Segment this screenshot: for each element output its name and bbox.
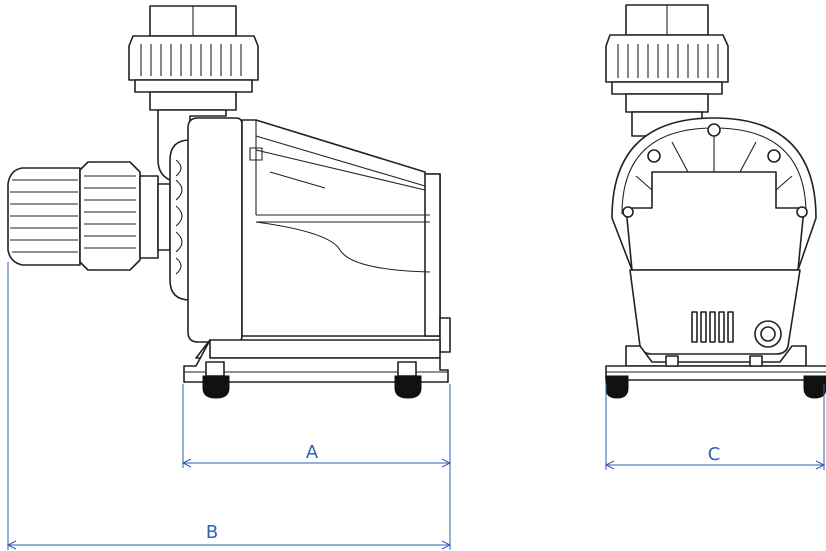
dimension-b-label: B (206, 522, 218, 543)
front-view-foot-left (605, 375, 629, 399)
dimension-a-label: A (306, 442, 319, 463)
vent-slots (691, 311, 734, 343)
volute-fins (175, 159, 183, 275)
side-view-foot-right (394, 361, 422, 399)
dimension-b: B (6, 262, 452, 550)
dimension-c-label: C (708, 444, 721, 465)
side-view-foot-left (202, 361, 230, 399)
dimension-a: A (181, 384, 452, 468)
pump-front-view (605, 4, 826, 399)
front-nut-ribs (617, 44, 719, 78)
side-nut-ribs (84, 175, 136, 249)
strainer-ribs (10, 179, 78, 253)
pump-side-view (7, 5, 451, 399)
dimension-c: C (604, 384, 826, 470)
top-nut-ribs (140, 44, 242, 76)
front-view-foot-right (803, 375, 826, 399)
